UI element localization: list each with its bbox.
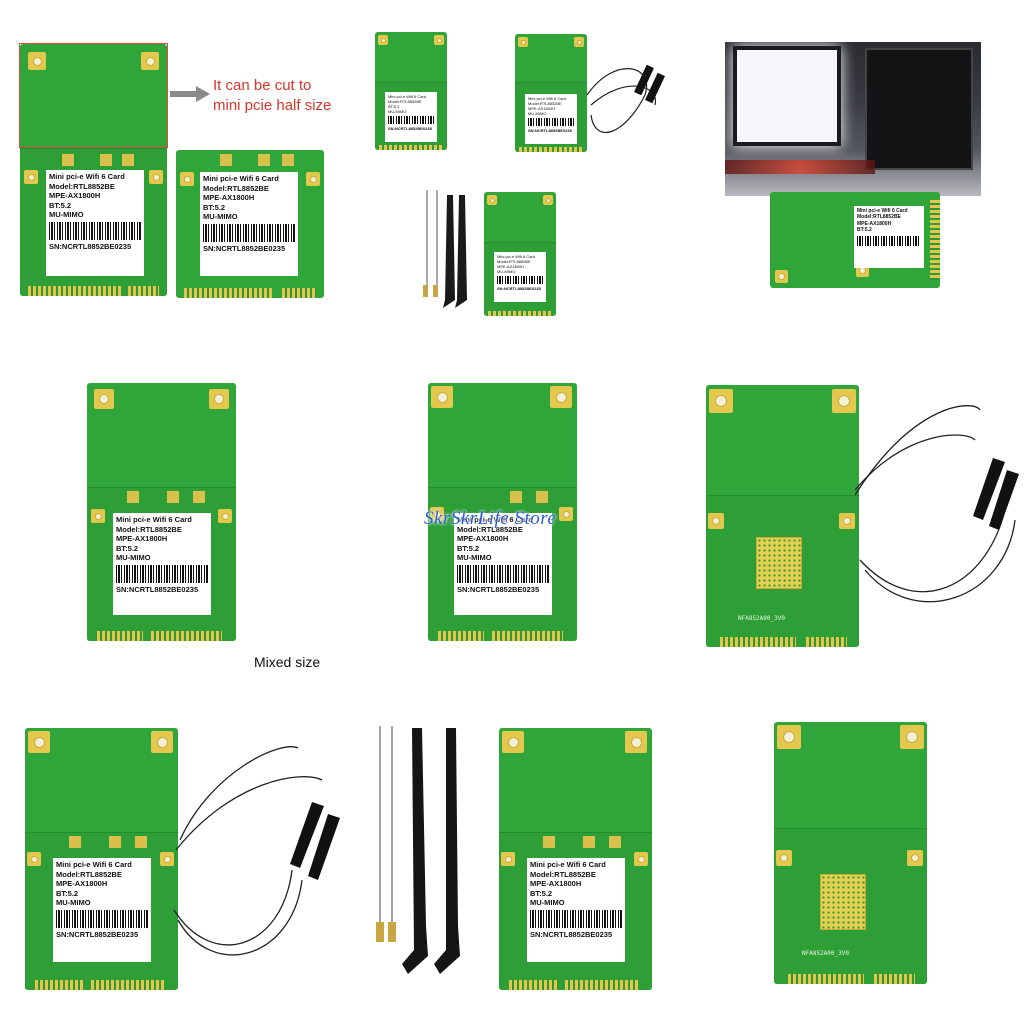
arrow-right-icon <box>170 86 210 102</box>
wifi-card-back: NFA852A00_3V0 <box>706 385 859 647</box>
barcode <box>49 221 141 240</box>
dipole-antenna-icon <box>423 190 467 308</box>
wifi-chip <box>820 874 866 930</box>
mount-pad <box>28 52 46 70</box>
mixed-size-caption: Mixed size <box>254 654 321 670</box>
antenna-cable-icon <box>855 405 1019 603</box>
barcode <box>203 223 295 242</box>
pcb-silkscreen: NFA852A00_3V0 <box>802 950 849 957</box>
mount-pad <box>149 170 163 184</box>
cut-note: It can be cut to mini pcie half size <box>213 77 332 114</box>
monitor <box>733 46 841 146</box>
antenna-cable-icon <box>586 64 665 133</box>
setup-photo <box>725 42 981 196</box>
dipole-antenna-icon <box>376 726 460 974</box>
antenna-cable-icon <box>173 746 340 956</box>
wifi-card-back: NFA852A00_3V0 <box>774 722 927 984</box>
pc-tower <box>865 48 973 170</box>
pcb-silkscreen: NFA852A00_3V0 <box>738 615 785 622</box>
store-watermark: SkrSkrLife Store <box>424 508 557 529</box>
mount-pad <box>24 170 38 184</box>
mount-pad <box>141 52 159 70</box>
cut-outline <box>19 43 168 148</box>
wifi-chip <box>756 537 802 589</box>
